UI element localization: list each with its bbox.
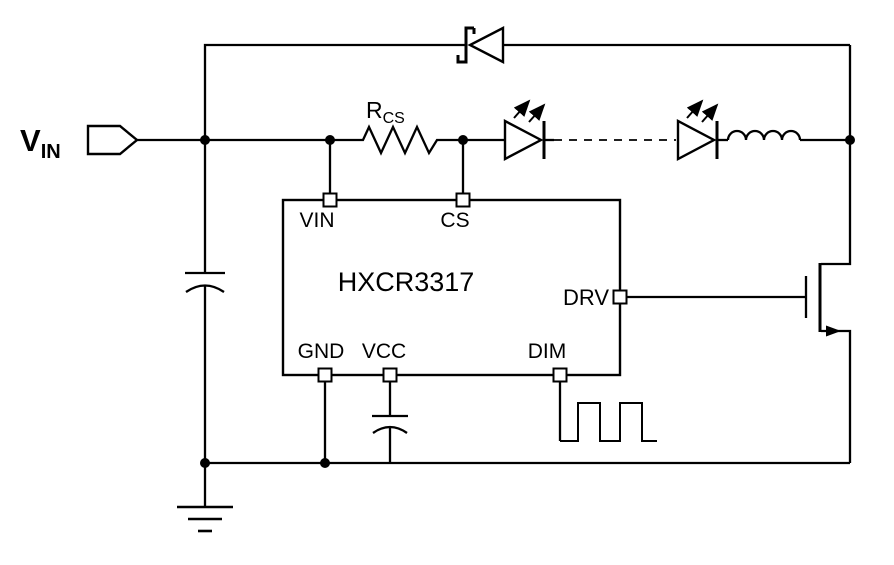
input-capacitor-branch: [185, 140, 225, 463]
capacitor-plate-bottom-curved: [185, 284, 225, 293]
led-emission-arrow-icon: [528, 103, 546, 123]
rcs-label: RCS: [366, 97, 405, 127]
pin-label-gnd: GND: [298, 340, 345, 363]
led-emission-arrow-icon: [513, 99, 531, 119]
led-emission-arrow-icon: [701, 103, 719, 123]
ic-pins: [317, 192, 628, 383]
pin-vin: [322, 192, 338, 208]
junction-dot: [320, 458, 330, 468]
junction-dots: [200, 135, 855, 468]
inductor-icon: [726, 129, 802, 141]
schottky-freewheel-diode: [456, 26, 505, 64]
capacitor-plate-bottom-curved: [372, 425, 408, 434]
vin-label-sub: IN: [41, 141, 61, 163]
ic-body: [281, 198, 622, 377]
diode-triangle-icon: [467, 26, 505, 64]
wire-top-left: [203, 43, 466, 140]
pin-wires: [323, 140, 806, 463]
vin-terminal: VIN: [20, 123, 139, 163]
junction-dot: [458, 135, 468, 145]
vcc-capacitor: [372, 414, 408, 434]
led-emission-arrow-icon: [686, 99, 704, 119]
ground-symbol: [177, 505, 233, 533]
freewheel-loop: [203, 26, 852, 140]
pin-vcc: [382, 367, 398, 383]
pin-label-cs: CS: [440, 209, 469, 232]
pin-drv: [612, 289, 628, 305]
pin-gnd: [317, 367, 333, 383]
current-sense-resistor: RCS: [355, 97, 445, 156]
pin-label-vin: VIN: [299, 209, 334, 232]
pwm-square-wave-icon: [560, 402, 657, 442]
junction-dot: [845, 135, 855, 145]
pin-label-drv: DRV: [563, 285, 609, 310]
vin-label-main: V: [20, 123, 41, 158]
junction-dot: [325, 135, 335, 145]
ground-rail: [177, 461, 850, 533]
ic-name: HXCR3317: [338, 267, 475, 297]
junction-dot: [200, 135, 210, 145]
led-1: [503, 99, 546, 161]
pin-label-dim: DIM: [528, 340, 567, 363]
pin-cs: [455, 192, 471, 208]
input-tag-icon: [86, 124, 139, 156]
rcs-label-sub: CS: [383, 110, 405, 127]
input-capacitor: [185, 271, 225, 293]
led-triangle-icon: [503, 119, 544, 161]
nmos-power-mosfet: [804, 140, 852, 463]
pin-dim: [552, 367, 568, 383]
led-2: [676, 99, 719, 161]
vin-label: VIN: [20, 123, 61, 163]
led-triangle-icon: [676, 119, 717, 161]
inductor: [726, 129, 802, 141]
schottky-cathode-bar: [456, 26, 476, 64]
resistor-icon: [355, 124, 445, 156]
mosfet-source-arrow-icon: [826, 325, 841, 337]
junction-dot: [200, 458, 210, 468]
ic-hxcr3317: HXCR3317 VIN CS DRV GND VCC DIM: [281, 198, 622, 377]
mosfet-drain-wire: [821, 140, 852, 266]
pin-label-vcc: VCC: [362, 340, 406, 363]
dim-pwm-waveform: [560, 402, 657, 442]
rcs-label-main: R: [366, 97, 383, 123]
